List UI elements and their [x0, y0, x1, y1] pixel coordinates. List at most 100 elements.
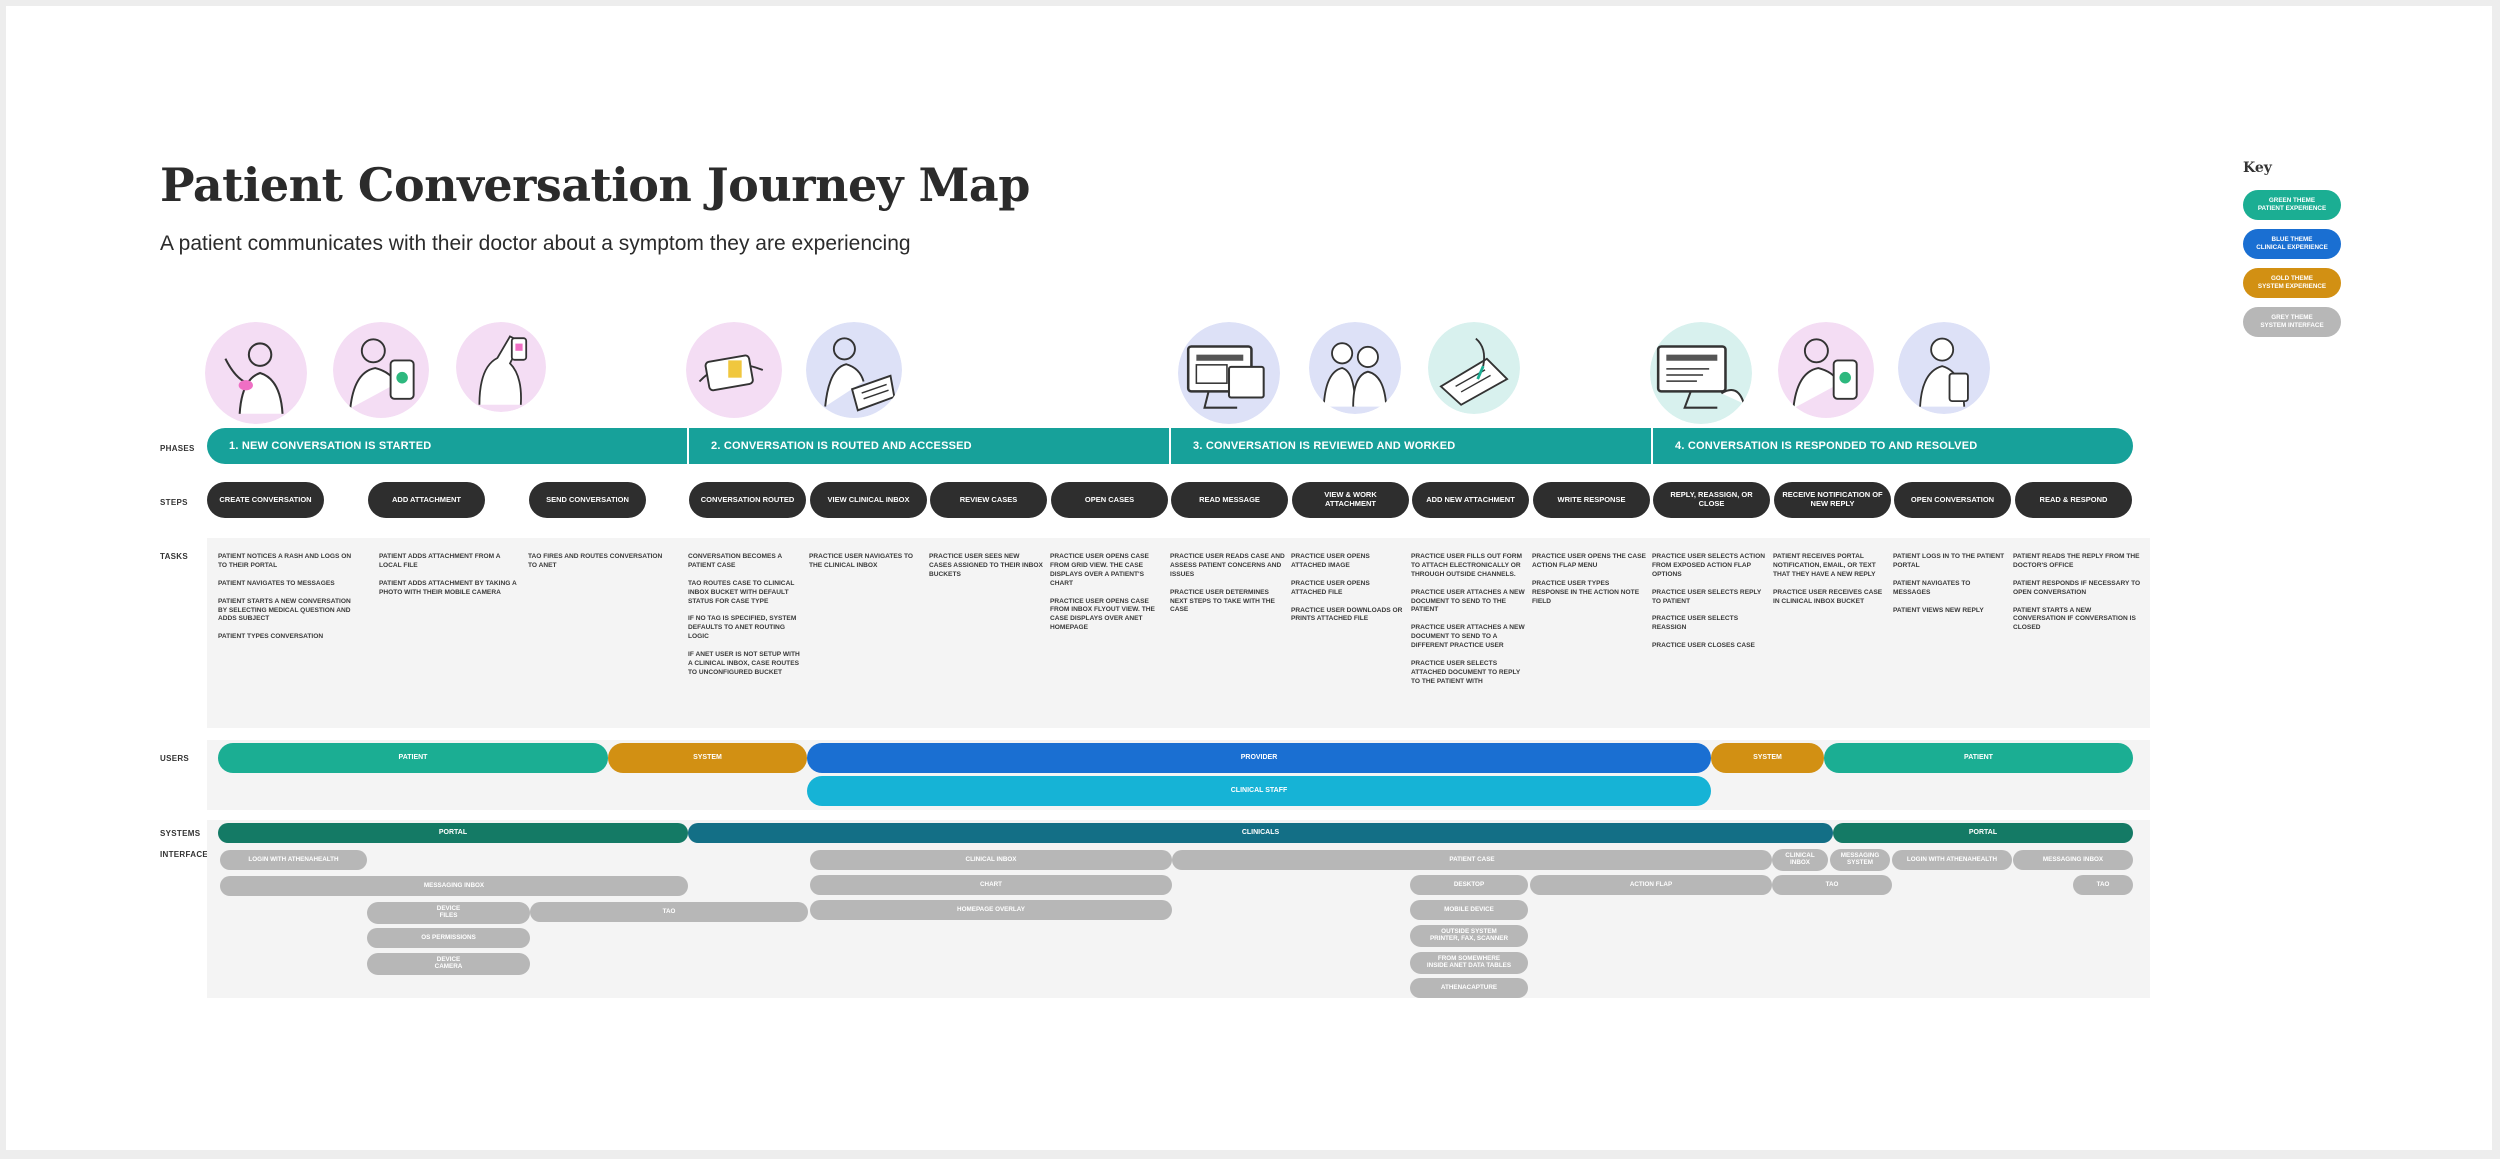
- task-item: PATIENT STARTS A NEW CONVERSATION BY SEL…: [218, 597, 351, 623]
- step-add-new-attachment[interactable]: ADD NEW ATTACHMENT: [1412, 482, 1529, 518]
- task-item: PRACTICE USER RECEIVES CASE IN CLINICAL …: [1773, 588, 1883, 605]
- step-view-work-attachment[interactable]: VIEW & WORK ATTACHMENT: [1292, 482, 1409, 518]
- writing-note-icon: [1428, 322, 1520, 414]
- step-open-conversation[interactable]: OPEN CONVERSATION: [1894, 482, 2011, 518]
- tasks-open-cases: PRACTICE USER OPENS CASE FROM GRID VIEW.…: [1050, 553, 1165, 642]
- task-item: PRACTICE USER ATTACHES A NEW DOCUMENT TO…: [1411, 588, 1525, 614]
- key-grey-theme: GREY THEME SYSTEM INTERFACE: [2243, 307, 2341, 337]
- interface-athenacapture: ATHENACAPTURE: [1410, 978, 1528, 998]
- row-label-systems: SYSTEMS: [160, 829, 201, 838]
- row-label-users: USERS: [160, 754, 190, 763]
- task-item: PRACTICE USER OPENS THE CASE ACTION FLAP…: [1532, 553, 1646, 569]
- interface-messaging-inbox: MESSAGING INBOX: [220, 876, 688, 896]
- task-item: PRACTICE USER SELECTS ATTACHED DOCUMENT …: [1411, 660, 1521, 685]
- task-item: CONVERSATION BECOMES A PATIENT CASE: [688, 553, 782, 569]
- row-label-interfaces: INTERFACES: [160, 850, 214, 859]
- task-item: PATIENT NOTICES A RASH AND LOGS ON TO TH…: [218, 553, 352, 569]
- task-item: PRACTICE USER DETERMINES NEXT STEPS TO T…: [1170, 588, 1275, 614]
- user-system: SYSTEM: [608, 743, 807, 773]
- user-system: SYSTEM: [1711, 743, 1824, 773]
- step-reply-reassign-close[interactable]: REPLY, REASSIGN, OR CLOSE: [1653, 482, 1770, 518]
- patient-rash-icon: [205, 322, 307, 424]
- phase-1: 1. NEW CONVERSATION IS STARTED: [207, 428, 687, 464]
- interface-patient-case: PATIENT CASE: [1172, 850, 1772, 870]
- desktop-case-icon: [1178, 322, 1280, 424]
- task-item: PATIENT READS THE REPLY FROM THE DOCTOR'…: [2013, 553, 2140, 569]
- system-portal: PORTAL: [1833, 823, 2133, 843]
- task-item: IF ANET USER IS NOT SETUP WITH A CLINICA…: [688, 651, 800, 676]
- tasks-view-work-attachment: PRACTICE USER OPENS ATTACHED IMAGE PRACT…: [1291, 553, 1406, 633]
- task-item: PRACTICE USER OPENS CASE FROM INBOX FLYO…: [1050, 597, 1155, 632]
- phase-4: 4. CONVERSATION IS RESPONDED TO AND RESO…: [1653, 428, 2133, 464]
- step-read-message[interactable]: READ MESSAGE: [1171, 482, 1288, 518]
- tasks-conversation-routed: CONVERSATION BECOMES A PATIENT CASE TAO …: [688, 553, 803, 687]
- task-item: TAO FIRES AND ROUTES CONVERSATION TO ANE…: [528, 553, 663, 569]
- step-review-cases[interactable]: REVIEW CASES: [930, 482, 1047, 518]
- page-subtitle: A patient communicates with their doctor…: [160, 232, 911, 255]
- task-item: PATIENT RECEIVES PORTAL NOTIFICATION, EM…: [1773, 553, 1876, 578]
- phase-2: 2. CONVERSATION IS ROUTED AND ACCESSED: [689, 428, 1169, 464]
- phase-3: 3. CONVERSATION IS REVIEWED AND WORKED: [1171, 428, 1651, 464]
- interface-outside-system: OUTSIDE SYSTEM PRINTER, FAX, SCANNER: [1410, 925, 1528, 947]
- patient-send-icon: [456, 322, 546, 412]
- interface-login-athenahealth: LOGIN WITH ATHENAHEALTH: [1892, 850, 2012, 870]
- task-item: PRACTICE USER ATTACHES A NEW DOCUMENT TO…: [1411, 624, 1525, 650]
- patient-photo-icon: [333, 322, 429, 418]
- interface-clinical-inbox: CLINICAL INBOX: [810, 850, 1172, 870]
- step-receive-notification[interactable]: RECEIVE NOTIFICATION OF NEW REPLY: [1774, 482, 1891, 518]
- page-title: Patient Conversation Journey Map: [160, 158, 1030, 212]
- task-item: PRACTICE USER SEES NEW CASES ASSIGNED TO…: [929, 553, 1043, 578]
- task-item: PATIENT NAVIGATES TO MESSAGES: [218, 579, 335, 587]
- step-write-response[interactable]: WRITE RESPONSE: [1533, 482, 1650, 518]
- task-item: PATIENT STARTS A NEW CONVERSATION IF CON…: [2013, 606, 2136, 632]
- interface-homepage-overlay: HOMEPAGE OVERLAY: [810, 900, 1172, 920]
- interface-tao: TAO: [2073, 875, 2133, 895]
- tasks-write-response: PRACTICE USER OPENS THE CASE ACTION FLAP…: [1532, 553, 1647, 615]
- interface-tao: TAO: [1772, 875, 1892, 895]
- task-item: PATIENT ADDS ATTACHMENT FROM A LOCAL FIL…: [379, 553, 501, 569]
- step-conversation-routed[interactable]: CONVERSATION ROUTED: [689, 482, 806, 518]
- patient-reading-icon: [1898, 322, 1990, 414]
- task-item: PRACTICE USER OPENS ATTACHED FILE: [1291, 579, 1370, 596]
- tasks-send-conversation: TAO FIRES AND ROUTES CONVERSATION TO ANE…: [528, 553, 673, 580]
- tasks-reply-reassign-close: PRACTICE USER SELECTS ACTION FROM EXPOSE…: [1652, 553, 1767, 660]
- task-item: PRACTICE USER READS CASE AND ASSESS PATI…: [1170, 553, 1285, 578]
- interface-desktop: DESKTOP: [1410, 875, 1528, 895]
- step-create-conversation[interactable]: CREATE CONVERSATION: [207, 482, 324, 518]
- step-read-respond[interactable]: READ & RESPOND: [2015, 482, 2132, 518]
- task-item: PATIENT LOGS IN TO THE PATIENT PORTAL: [1893, 553, 2005, 569]
- step-add-attachment[interactable]: ADD ATTACHMENT: [368, 482, 485, 518]
- interface-clinical-inbox: CLINICAL INBOX: [1772, 849, 1828, 871]
- key-gold-theme: GOLD THEME SYSTEM EXPERIENCE: [2243, 268, 2341, 298]
- task-item: PRACTICE USER FILLS OUT FORM TO ATTACH E…: [1411, 553, 1522, 578]
- desktop-reply-icon: [1650, 322, 1752, 424]
- task-item: PRACTICE USER NAVIGATES TO THE CLINICAL …: [809, 553, 914, 569]
- tasks-add-attachment: PATIENT ADDS ATTACHMENT FROM A LOCAL FIL…: [379, 553, 519, 607]
- key-blue-theme: BLUE THEME CLINICAL EXPERIENCE: [2243, 229, 2341, 259]
- interface-device-camera: DEVICE CAMERA: [367, 953, 530, 975]
- row-label-steps: STEPS: [160, 498, 188, 507]
- user-patient: PATIENT: [1824, 743, 2133, 773]
- interface-messaging-system: MESSAGING SYSTEM: [1830, 849, 1890, 871]
- row-label-tasks: TASKS: [160, 552, 189, 561]
- task-item: PATIENT RESPONDS IF NECESSARY TO OPEN CO…: [2013, 579, 2141, 596]
- system-portal: PORTAL: [218, 823, 688, 843]
- task-item: PRACTICE USER SELECTS ACTION FROM EXPOSE…: [1652, 553, 1765, 578]
- tasks-review-cases: PRACTICE USER SEES NEW CASES ASSIGNED TO…: [929, 553, 1044, 589]
- tasks-open-conversation: PATIENT LOGS IN TO THE PATIENT PORTAL PA…: [1893, 553, 2008, 624]
- task-item: PRACTICE USER SELECTS REPLY TO PATIENT: [1652, 588, 1762, 605]
- task-item: PRACTICE USER OPENS CASE FROM GRID VIEW.…: [1050, 553, 1149, 587]
- interface-mobile-device: MOBILE DEVICE: [1410, 900, 1528, 920]
- system-clinicals: CLINICALS: [688, 823, 1833, 843]
- routing-tag-icon: [686, 322, 782, 418]
- interface-os-permissions: OS PERMISSIONS: [367, 928, 530, 948]
- task-item: PRACTICE USER OPENS ATTACHED IMAGE: [1291, 553, 1370, 569]
- tasks-read-message: PRACTICE USER READS CASE AND ASSESS PATI…: [1170, 553, 1285, 624]
- step-open-cases[interactable]: OPEN CASES: [1051, 482, 1168, 518]
- interface-action-flap: ACTION FLAP: [1530, 875, 1772, 895]
- task-item: TAO ROUTES CASE TO CLINICAL INBOX BUCKET…: [688, 579, 795, 605]
- step-view-clinical-inbox[interactable]: VIEW CLINICAL INBOX: [810, 482, 927, 518]
- task-item: PATIENT ADDS ATTACHMENT BY TAKING A PHOT…: [379, 579, 517, 596]
- interface-messaging-inbox: MESSAGING INBOX: [2013, 850, 2133, 870]
- step-send-conversation[interactable]: SEND CONVERSATION: [529, 482, 646, 518]
